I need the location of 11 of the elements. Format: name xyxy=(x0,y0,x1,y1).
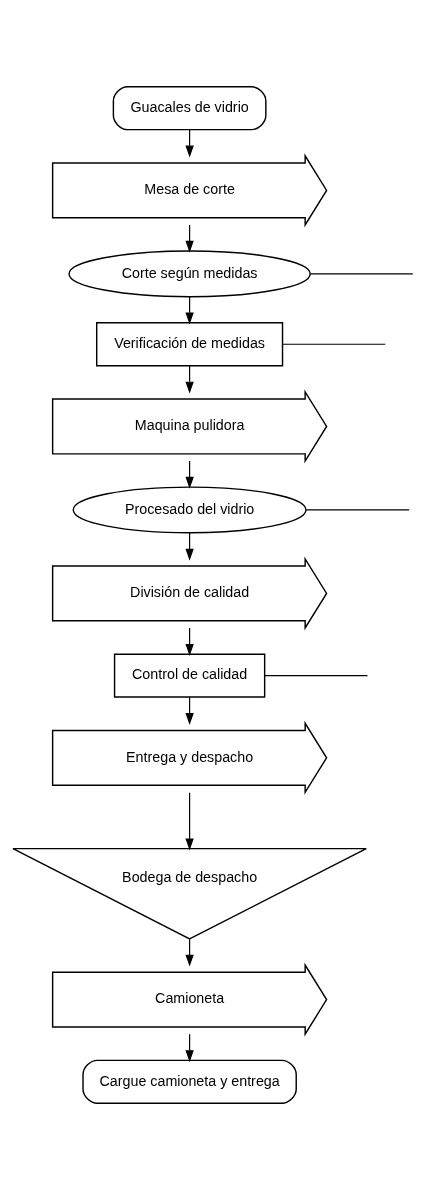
node-box: Verificación de medidas xyxy=(96,321,284,366)
arrow xyxy=(185,791,194,850)
node-box: Guacales de vidrio xyxy=(112,85,267,130)
node-box: Control de calidad xyxy=(113,652,266,698)
node-box: Cargue camioneta y entrega xyxy=(82,1059,297,1104)
connector xyxy=(309,272,414,274)
connector xyxy=(264,674,369,676)
node-ellipse: Corte según medidas xyxy=(68,249,311,297)
connector xyxy=(305,508,410,511)
connector xyxy=(282,343,386,345)
node-ellipse: Procesado del vidrio xyxy=(72,485,307,533)
